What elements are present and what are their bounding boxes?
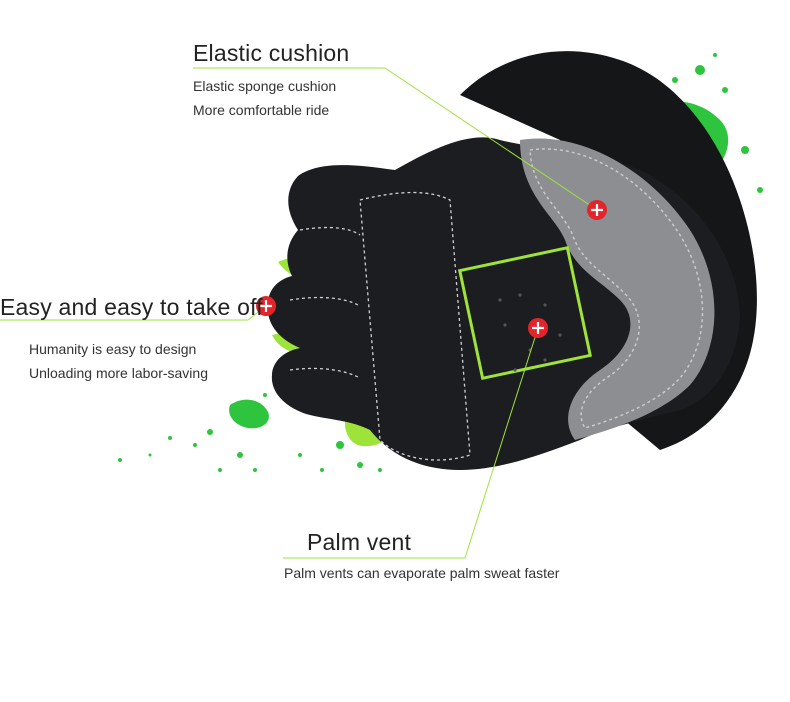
palm-vent-line-1: Palm vents can evaporate palm sweat fast… <box>284 565 560 581</box>
palm-vent-frame <box>457 245 593 381</box>
green-splash-left <box>118 393 269 472</box>
elastic-cushion-line-1: Elastic sponge cushion <box>193 78 337 94</box>
easy-take-off-line-2: Unloading more labor-saving <box>29 365 208 381</box>
palm-vent-title: Palm vent <box>307 529 412 555</box>
green-splash-bottom <box>298 441 382 472</box>
easy-take-off-title: Easy and easy to take off <box>0 294 263 320</box>
palm-pad <box>520 138 715 440</box>
elastic-cushion-line-2: More comfortable ride <box>193 102 330 118</box>
elastic-cushion-title: Elastic cushion <box>193 40 350 66</box>
plus-marker-icon[interactable] <box>587 200 607 220</box>
easy-take-off-line-1: Humanity is easy to design <box>29 341 197 357</box>
plus-marker-icon[interactable] <box>528 318 548 338</box>
plus-marker-icon[interactable] <box>256 296 276 316</box>
